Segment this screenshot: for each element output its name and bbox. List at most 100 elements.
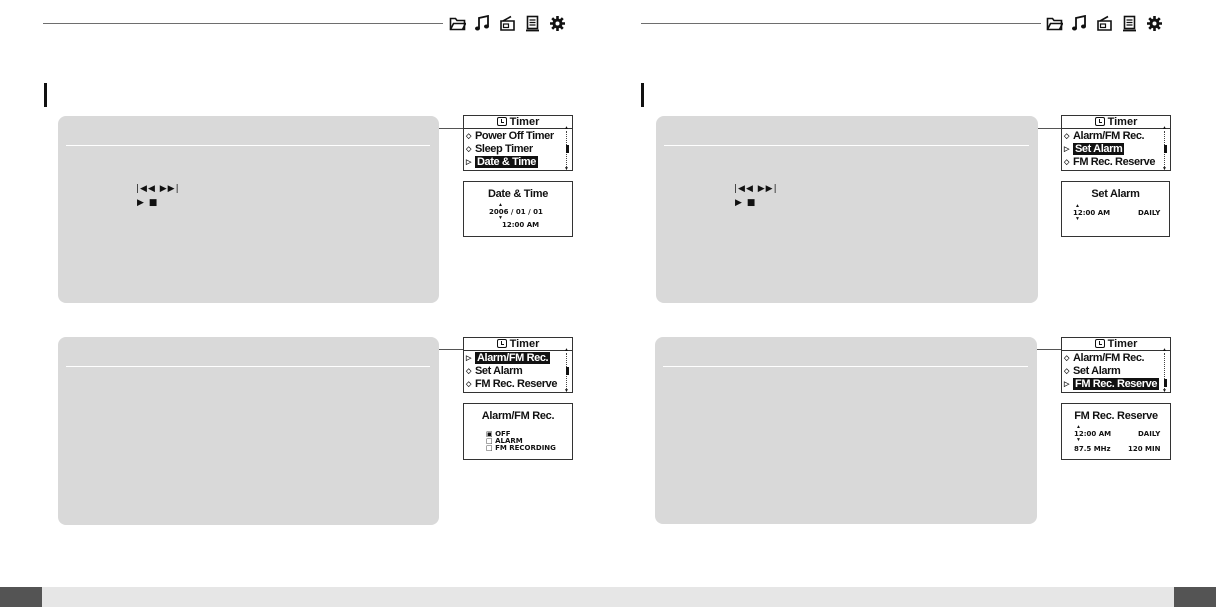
menu-title: Timer bbox=[1062, 338, 1170, 351]
up-arrow-icon: ▲ bbox=[498, 202, 503, 208]
clock-icon bbox=[1094, 117, 1105, 126]
alarm-fm-screen: Alarm/FM Rec. ▣ OFF □ ALARM □ FM RECORDI… bbox=[463, 403, 573, 460]
down-arrow-icon: ▼ bbox=[1075, 216, 1080, 222]
page-tab-left bbox=[0, 587, 42, 607]
section-marker bbox=[641, 83, 644, 107]
up-arrow-icon: ▲ bbox=[1076, 424, 1081, 430]
date-time-screen: Date & Time ▲ 2006 / 01 / 01 ▼ 12:00 AM bbox=[463, 181, 573, 237]
alarm-time: 12:00 AM bbox=[1073, 209, 1111, 217]
bullet-icon: ◇ bbox=[466, 133, 471, 140]
scrollbar[interactable]: ▲▼ bbox=[564, 347, 569, 394]
checkbox-checked-icon: ▣ bbox=[486, 430, 493, 438]
header-rule bbox=[43, 23, 443, 24]
menu-title: Timer bbox=[1062, 116, 1170, 129]
reserve-repeat: DAILY bbox=[1138, 430, 1161, 438]
skip-controls: |◀◀ ▶▶| bbox=[734, 184, 778, 194]
screen-title: Alarm/FM Rec. bbox=[481, 410, 555, 422]
radio-icon[interactable] bbox=[1096, 15, 1113, 32]
down-arrow-icon: ▼ bbox=[1076, 437, 1081, 443]
alarm-repeat: DAILY bbox=[1138, 209, 1161, 217]
menu-item[interactable]: ◇FM Rec. Reserve bbox=[1064, 156, 1156, 168]
connector-line bbox=[1038, 128, 1061, 129]
clock-icon bbox=[496, 117, 507, 126]
time-value: 12:00 AM bbox=[502, 221, 540, 229]
music-icon[interactable] bbox=[1071, 15, 1088, 32]
scrollbar[interactable]: ▲▼ bbox=[1162, 347, 1167, 394]
connector-line bbox=[439, 128, 463, 129]
menu-item[interactable]: ◇Set Alarm bbox=[1064, 365, 1121, 377]
bullet-icon: ◇ bbox=[466, 146, 471, 153]
option-off[interactable]: ▣ OFF bbox=[486, 430, 511, 438]
file-icon[interactable] bbox=[1121, 15, 1138, 32]
gear-icon[interactable] bbox=[1146, 15, 1163, 32]
reserve-frequency: 87.5 MHz bbox=[1074, 445, 1111, 453]
menu-item[interactable]: ◇Alarm/FM Rec. bbox=[1064, 130, 1145, 142]
timer-menu-screen: Timer ▷Alarm/FM Rec. ◇Set Alarm ◇FM Rec.… bbox=[463, 337, 573, 394]
option-fm-recording[interactable]: □ FM RECORDING bbox=[486, 444, 556, 452]
folder-icon[interactable] bbox=[449, 15, 466, 32]
bullet-icon: ◇ bbox=[466, 368, 471, 375]
menu-item-selected[interactable]: ▷Set Alarm bbox=[1064, 143, 1125, 155]
bullet-icon: ◇ bbox=[1064, 355, 1069, 362]
scrollbar[interactable]: ▲▼ bbox=[1162, 125, 1167, 172]
nav-icons bbox=[1046, 15, 1163, 32]
menu-item[interactable]: ◇Power Off Timer bbox=[466, 130, 554, 142]
folder-icon[interactable] bbox=[1046, 15, 1063, 32]
file-icon[interactable] bbox=[524, 15, 541, 32]
bullet-icon: ◇ bbox=[466, 381, 471, 388]
timer-menu-screen: Timer ◇Alarm/FM Rec. ◇Set Alarm ▷FM Rec.… bbox=[1061, 337, 1171, 394]
play-stop-controls: ▶ ■ bbox=[735, 198, 757, 208]
pointer-icon: ▷ bbox=[466, 355, 471, 362]
bullet-icon: ◇ bbox=[1064, 368, 1069, 375]
reserve-duration: 120 MIN bbox=[1128, 445, 1161, 453]
menu-item[interactable]: ◇Set Alarm bbox=[466, 365, 523, 377]
play-stop-controls: ▶ ■ bbox=[137, 198, 159, 208]
option-alarm[interactable]: □ ALARM bbox=[486, 437, 523, 445]
up-arrow-icon: ▲ bbox=[1075, 203, 1080, 209]
menu-title: Timer bbox=[464, 116, 572, 129]
date-value: 2006 / 01 / 01 bbox=[489, 208, 543, 216]
music-icon[interactable] bbox=[474, 15, 491, 32]
pointer-icon: ▷ bbox=[466, 159, 471, 166]
panel-divider bbox=[66, 366, 430, 367]
section-marker bbox=[44, 83, 47, 107]
scrollbar[interactable]: ▲▼ bbox=[564, 125, 569, 172]
panel-divider bbox=[664, 145, 1029, 146]
menu-item[interactable]: ◇Alarm/FM Rec. bbox=[1064, 352, 1145, 364]
bullet-icon: ◇ bbox=[1064, 133, 1069, 140]
skip-controls: |◀◀ ▶▶| bbox=[136, 184, 180, 194]
pointer-icon: ▷ bbox=[1064, 381, 1069, 388]
radio-icon[interactable] bbox=[499, 15, 516, 32]
menu-item-selected[interactable]: ▷FM Rec. Reserve bbox=[1064, 378, 1160, 390]
page-tab-right bbox=[1174, 587, 1216, 607]
connector-line bbox=[1037, 349, 1061, 350]
checkbox-icon: □ bbox=[486, 444, 493, 452]
down-arrow-icon: ▼ bbox=[498, 215, 503, 221]
screen-title: FM Rec. Reserve bbox=[1074, 410, 1158, 422]
pointer-icon: ▷ bbox=[1064, 146, 1069, 153]
instruction-panel: |◀◀ ▶▶| ▶ ■ bbox=[656, 116, 1038, 303]
menu-item-selected[interactable]: ▷Date & Time bbox=[466, 156, 538, 168]
timer-menu-screen: Timer ◇Power Off Timer ◇Sleep Timer ▷Dat… bbox=[463, 115, 573, 172]
screen-title: Date & Time bbox=[487, 188, 549, 200]
menu-item[interactable]: ◇Sleep Timer bbox=[466, 143, 533, 155]
connector-line bbox=[439, 349, 463, 350]
checkbox-icon: □ bbox=[486, 437, 493, 445]
menu-item-selected[interactable]: ▷Alarm/FM Rec. bbox=[466, 352, 551, 364]
clock-icon bbox=[1094, 339, 1105, 348]
clock-icon bbox=[496, 339, 507, 348]
menu-item[interactable]: ◇FM Rec. Reserve bbox=[466, 378, 558, 390]
set-alarm-screen: Set Alarm ▲ 12:00 AM ▼ DAILY bbox=[1061, 181, 1170, 237]
instruction-panel bbox=[655, 337, 1037, 524]
bullet-icon: ◇ bbox=[1064, 159, 1069, 166]
fm-rec-reserve-screen: FM Rec. Reserve ▲ 12:00 AM ▼ DAILY 87.5 … bbox=[1061, 403, 1171, 460]
header-rule bbox=[641, 23, 1041, 24]
gear-icon[interactable] bbox=[549, 15, 566, 32]
timer-menu-screen: Timer ◇Alarm/FM Rec. ▷Set Alarm ◇FM Rec.… bbox=[1061, 115, 1171, 172]
reserve-time: 12:00 AM bbox=[1074, 430, 1112, 438]
instruction-panel: |◀◀ ▶▶| ▶ ■ bbox=[58, 116, 439, 303]
panel-divider bbox=[663, 366, 1028, 367]
instruction-panel bbox=[58, 337, 439, 525]
panel-divider bbox=[66, 145, 430, 146]
nav-icons bbox=[449, 15, 566, 32]
